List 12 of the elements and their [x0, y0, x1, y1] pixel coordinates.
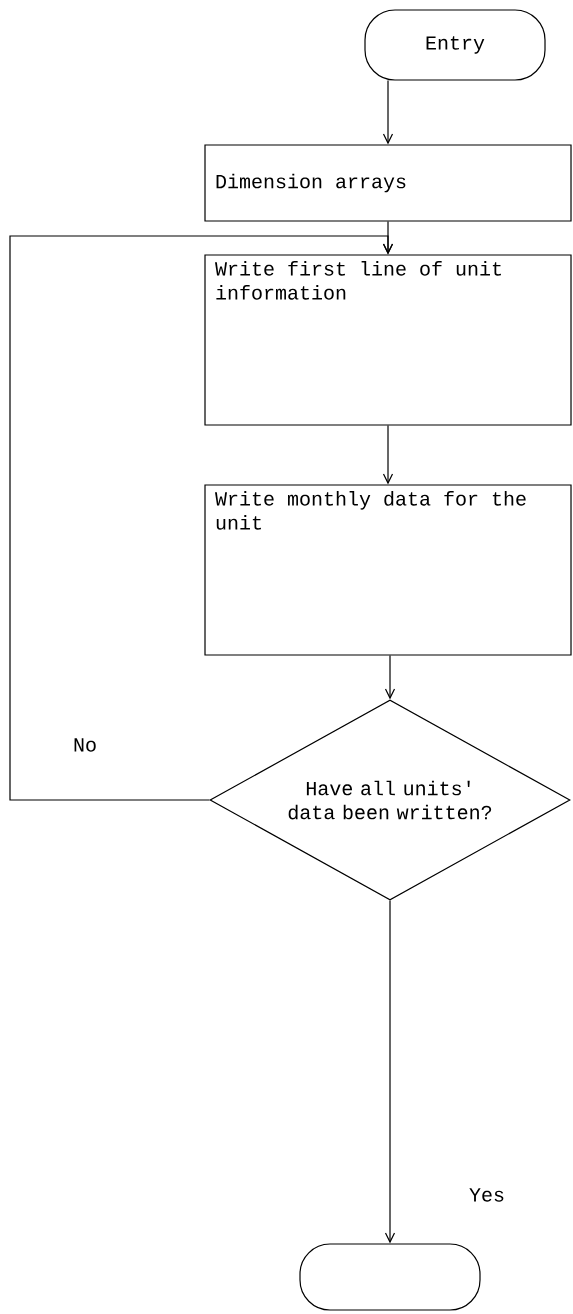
process-box: Dimension arrays — [204, 144, 572, 222]
arrow — [382, 80, 394, 145]
edge-label: No — [72, 737, 98, 753]
terminal-box: Entry — [364, 9, 546, 81]
process-box: Write monthly data for the unit — [204, 484, 572, 656]
arrow — [384, 655, 396, 700]
arrow — [382, 425, 394, 485]
edge-label: Yes — [468, 1187, 506, 1203]
arrow — [384, 900, 396, 1244]
process-box: Write first line of unit information — [204, 254, 572, 426]
terminal-box — [299, 1243, 481, 1311]
loop-arrow — [9, 235, 394, 801]
